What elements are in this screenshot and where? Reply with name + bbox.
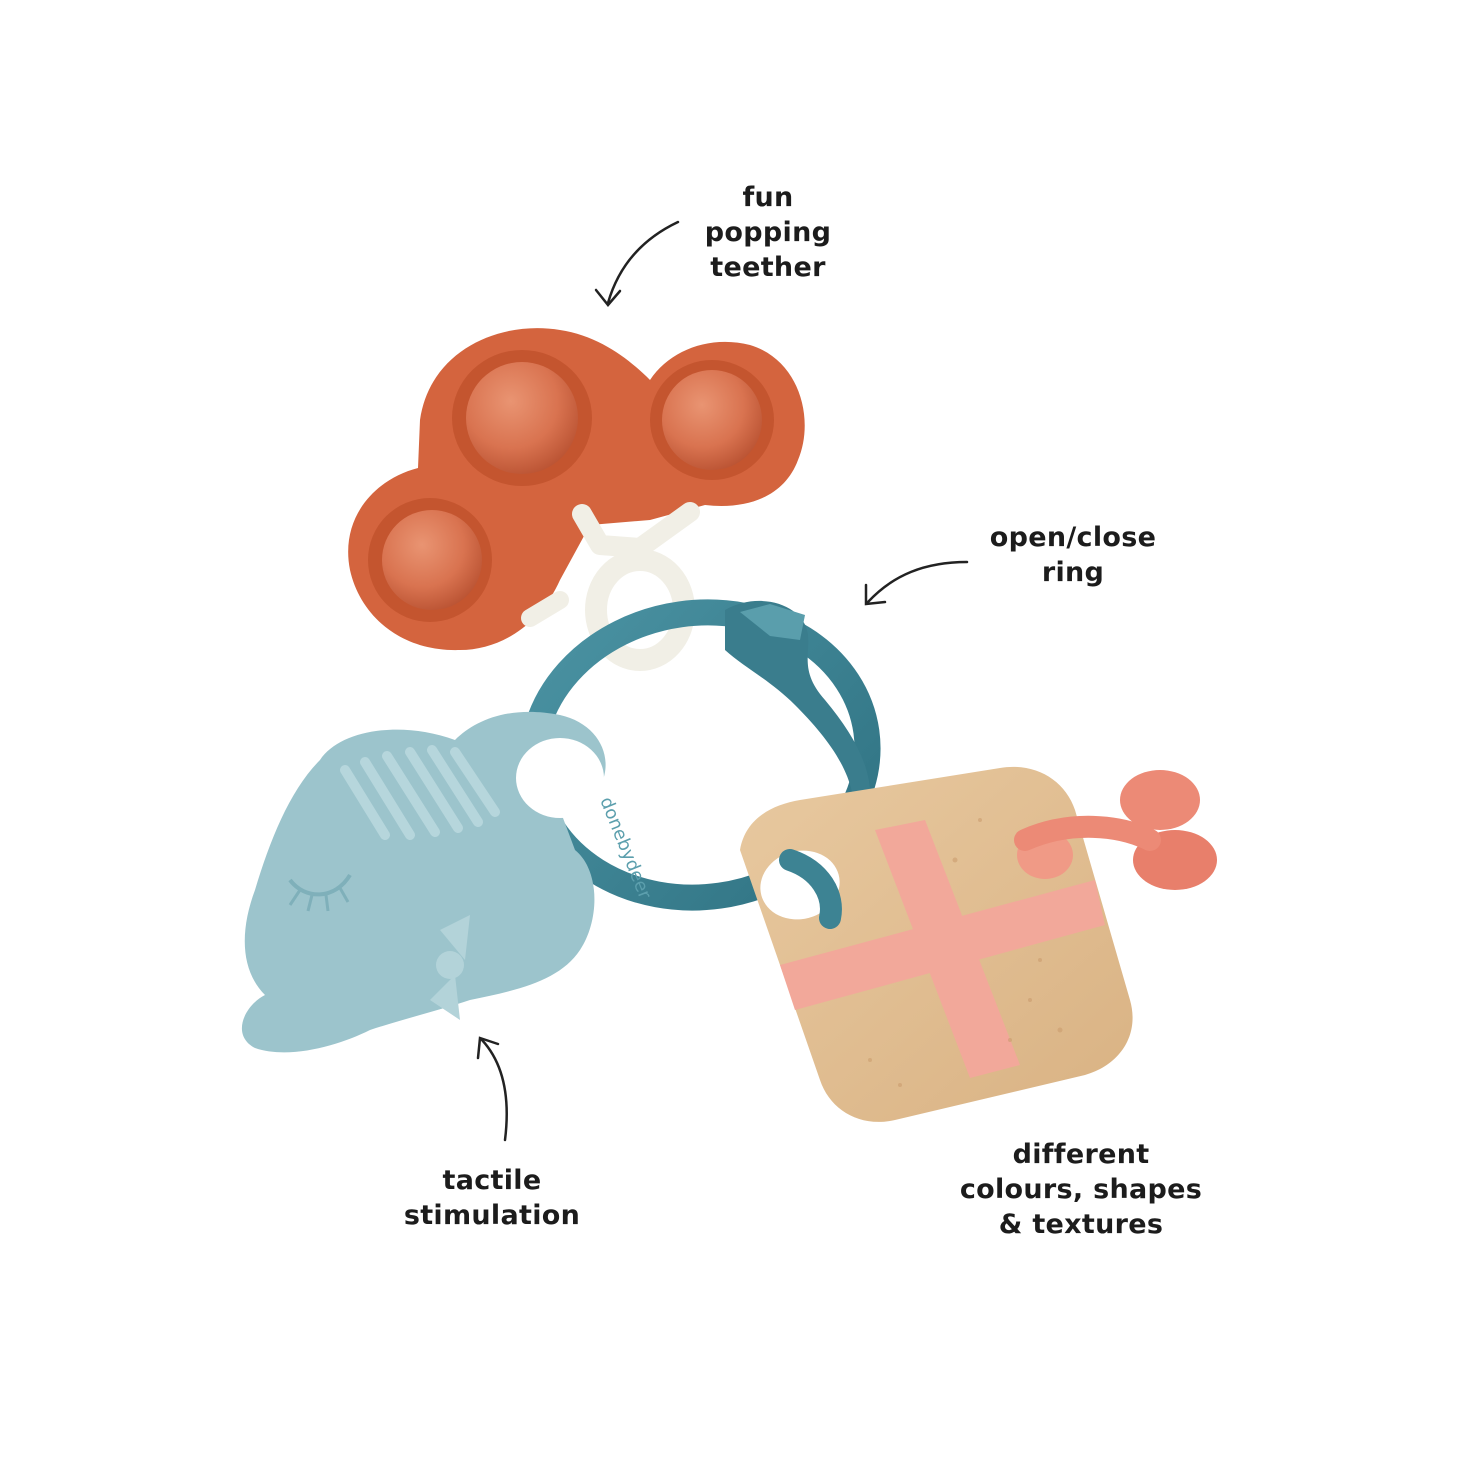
- callout-line: teether: [710, 252, 826, 283]
- elephant-teether: [241, 711, 606, 1053]
- callout-line: open/close: [989, 522, 1157, 553]
- callout-different-textures: different colours, shapes & textures: [940, 1137, 1222, 1242]
- callout-line: ring: [1041, 557, 1105, 588]
- callout-fun-popping-teether: fun popping teether: [668, 180, 868, 285]
- callout-line: & textures: [998, 1209, 1164, 1240]
- callout-line: popping: [704, 217, 832, 248]
- fabric-tag: [1014, 770, 1217, 890]
- popping-teether: [348, 328, 805, 651]
- callout-open-close-ring: open/close ring: [968, 520, 1178, 590]
- arrow-icon: [864, 560, 969, 606]
- callout-line: tactile: [442, 1165, 542, 1196]
- callout-line: fun: [742, 182, 794, 213]
- arrow-icon: [476, 1036, 508, 1142]
- arrow-icon: [594, 220, 680, 307]
- callout-line: stimulation: [403, 1200, 581, 1231]
- callout-line: colours, shapes: [959, 1174, 1203, 1205]
- callout-tactile-stimulation: tactile stimulation: [380, 1163, 604, 1233]
- callout-line: different: [1012, 1139, 1150, 1170]
